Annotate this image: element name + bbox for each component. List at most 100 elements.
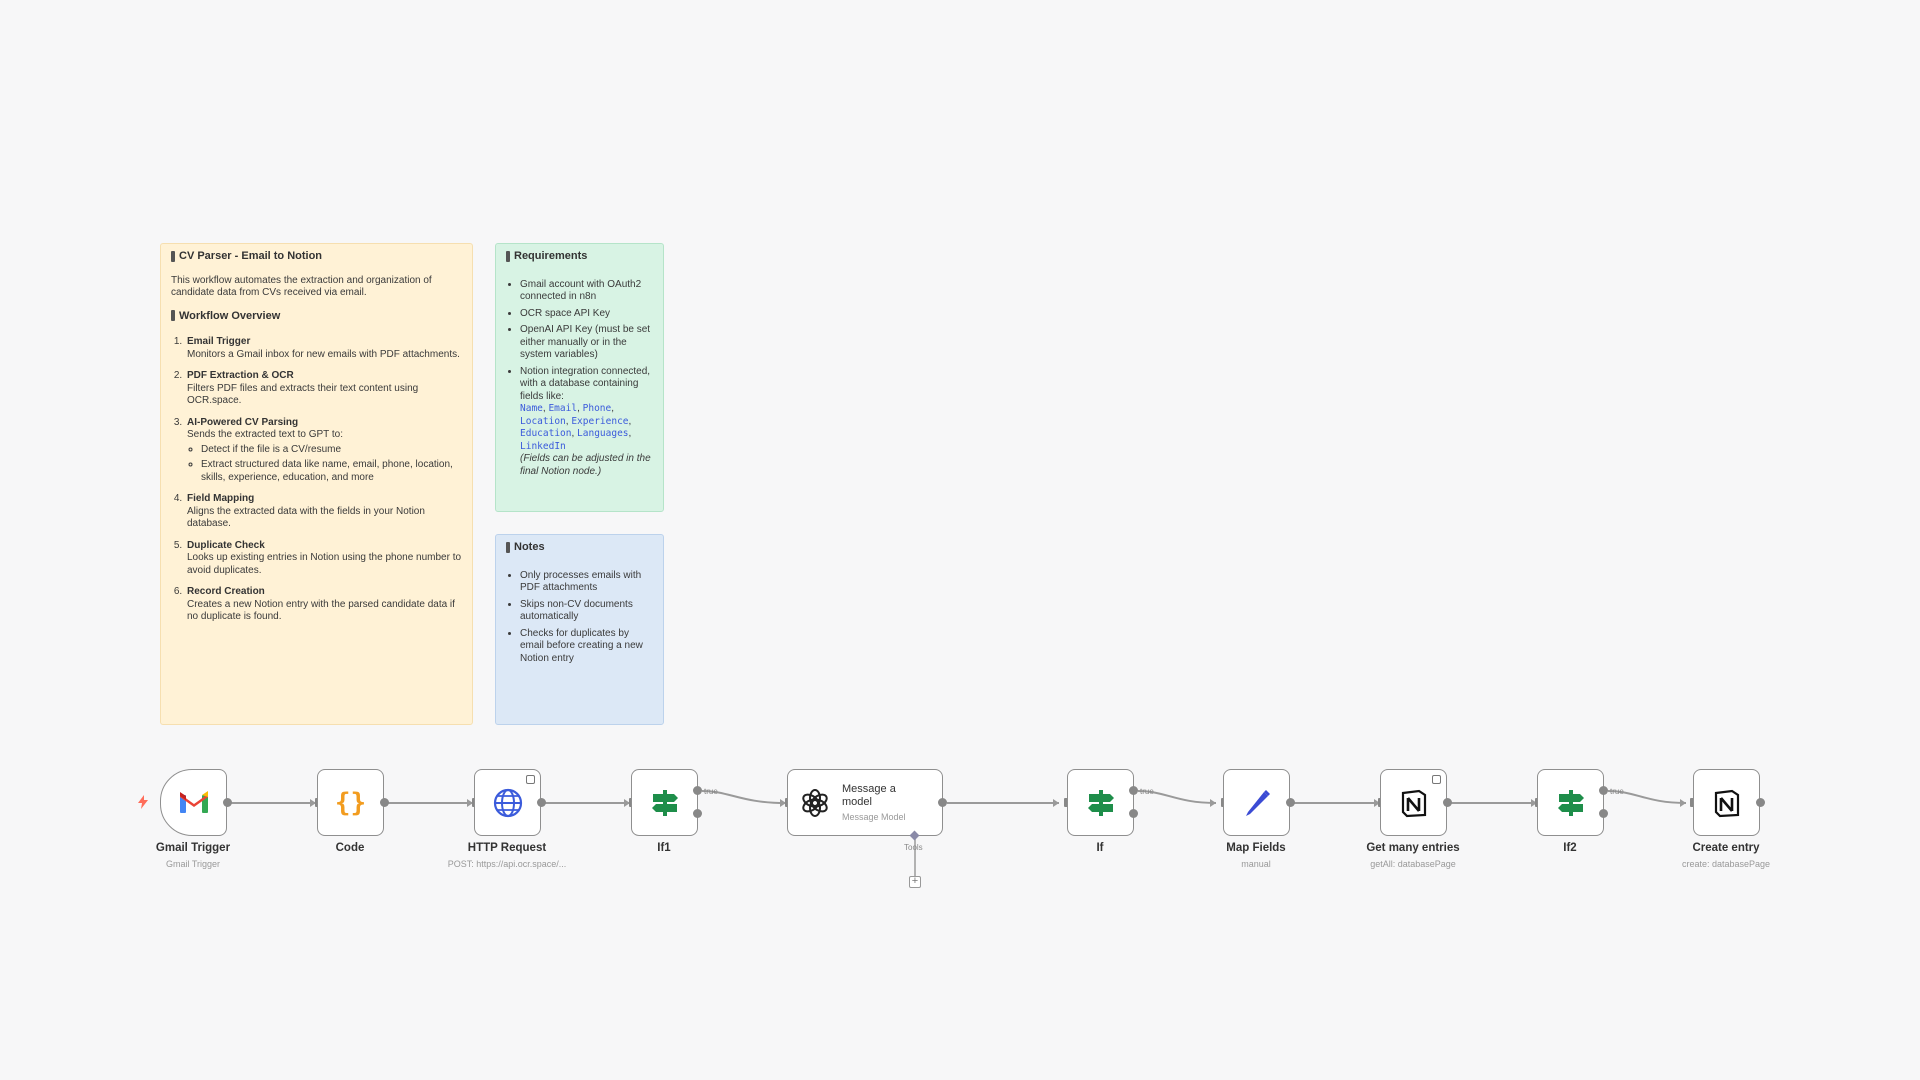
output-handle[interactable] [223,798,232,807]
output-handle[interactable] [938,798,947,807]
message-model-node[interactable]: Message a model Message Model [787,769,943,836]
node-subtitle: Message Model [842,812,906,822]
if-node[interactable] [1067,769,1134,836]
true-branch-line [701,790,787,804]
node-subtitle: create: databasePage [1681,859,1771,869]
notion-icon [1401,789,1426,817]
false-output-handle[interactable] [1599,809,1608,818]
notion-requirement: Notion integration connected, with a dat… [520,366,653,479]
create-entry-node[interactable] [1693,769,1760,836]
output-handle[interactable] [1286,798,1295,807]
true-branch-line [1607,790,1687,804]
connection-line[interactable] [947,802,1059,804]
output-handle[interactable] [1443,798,1452,807]
signpost-icon [1557,789,1584,816]
note-intro: This workflow automates the extraction a… [171,274,432,299]
true-output-handle[interactable] [1599,786,1608,795]
notes-list: Only processes emails with PDF attachmen… [506,570,653,666]
heading-marker [171,310,175,322]
note-title: Notes [514,541,545,553]
connection-line[interactable] [1451,802,1537,804]
connection-arrow [1531,799,1537,807]
openai-icon [802,788,828,817]
node-label: If [1096,842,1104,854]
heading-marker [506,250,510,262]
true-label: true [704,787,718,796]
node-subtitle: Gmail Trigger [165,859,220,869]
gmail-trigger-node[interactable] [160,769,227,836]
true-output-handle[interactable] [1129,786,1138,795]
true-branch-line [1137,790,1217,804]
input-handle[interactable] [1690,798,1694,807]
settings-indicator-icon [526,775,535,784]
output-handle[interactable] [537,798,546,807]
notion-icon [1714,789,1739,817]
if2-node[interactable] [1537,769,1604,836]
http-request-node[interactable] [474,769,541,836]
gmail-icon [179,790,208,813]
requirements-list: Gmail account with OAuth2 connected in n… [506,279,653,479]
connection-arrow [1210,799,1216,807]
output-handle[interactable] [1756,798,1765,807]
sticky-note-overview[interactable]: CV Parser - Email to Notion This workflo… [160,243,473,725]
false-output-handle[interactable] [693,809,702,818]
node-subtitle: getAll: databasePage [1370,859,1456,869]
signpost-icon [1087,789,1114,816]
if1-node[interactable] [631,769,698,836]
node-label: HTTP Request [467,842,547,854]
note-title: CV Parser - Email to Notion [179,250,323,262]
get-many-entries-node[interactable] [1380,769,1447,836]
settings-indicator-icon [1432,775,1441,784]
node-subtitle: manual [1241,859,1271,869]
globe-icon [493,788,522,817]
code-braces-icon: {} [334,787,367,818]
pencil-icon [1245,789,1270,816]
trigger-bolt-icon [138,795,148,809]
add-tool-button[interactable]: + [909,876,921,888]
connection-arrow [467,799,473,807]
node-label: If1 [657,842,671,854]
sticky-note-requirements[interactable]: Requirements Gmail account with OAuth2 c… [495,243,664,512]
connection-arrow [780,799,786,807]
node-subtitle: POST: https://api.ocr.space/... [447,859,567,869]
connection-line[interactable] [1294,802,1380,804]
tools-label: Tools [904,843,923,852]
node-label: Get many entries [1366,842,1460,854]
input-handle[interactable] [1064,798,1068,807]
true-label: true [1140,787,1154,796]
heading-marker [171,250,175,262]
node-label: Code [335,842,365,854]
connection-line[interactable] [387,802,473,804]
connection-arrow [624,799,630,807]
node-label: Map Fields [1226,842,1286,854]
signpost-icon [651,789,678,816]
sticky-note-notes[interactable]: Notes Only processes emails with PDF att… [495,534,664,725]
connection-arrow [1053,799,1059,807]
true-label: true [1610,787,1624,796]
node-label: Message a model [842,783,896,808]
connection-line[interactable] [544,802,630,804]
heading-marker [506,541,510,553]
node-label: If2 [1563,842,1577,854]
connection-arrow [1374,799,1380,807]
overview-heading: Workflow Overview [179,309,281,322]
true-output-handle[interactable] [693,786,702,795]
connection-line[interactable] [230,802,316,804]
false-output-handle[interactable] [1129,809,1138,818]
note-title: Requirements [514,250,588,262]
code-node[interactable]: {} [317,769,384,836]
connection-arrow [1680,799,1686,807]
node-label: Create entry [1692,842,1760,854]
node-label: Gmail Trigger [155,842,231,854]
output-handle[interactable] [380,798,389,807]
map-fields-node[interactable] [1223,769,1290,836]
